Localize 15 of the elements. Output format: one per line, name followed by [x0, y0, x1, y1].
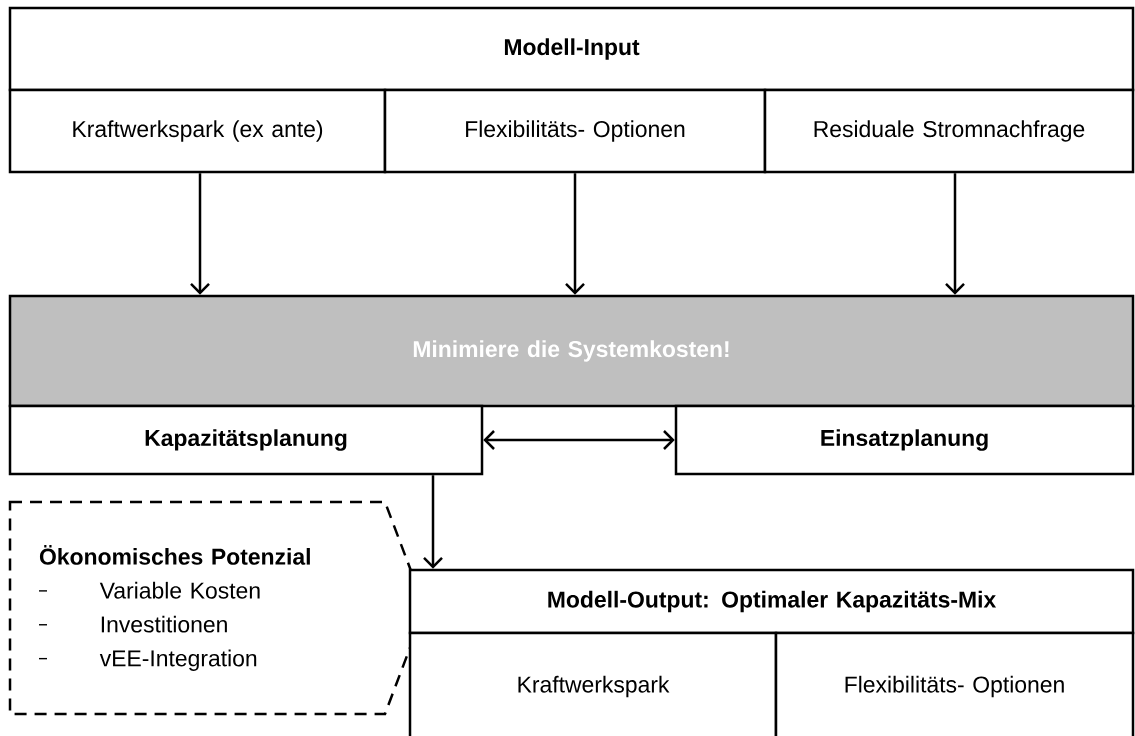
heading-box: Kapazitätsplanung: [8, 404, 484, 476]
arrow: [190, 173, 210, 295]
input-box: Kraftwerkspark: [408, 631, 778, 736]
heading-box: Modell-Output: Optimaler Kapazitäts-Mix: [408, 568, 1135, 635]
arrow: [565, 173, 585, 295]
input-box: Flexibilitäts- Optionen: [383, 88, 767, 174]
input-box: Residuale Stromnachfrage: [763, 88, 1135, 174]
arrow: [945, 173, 965, 295]
arrow: [423, 475, 443, 569]
input-box: Flexibilitäts- Optionen: [774, 631, 1135, 736]
heading-box: Modell-Input: [8, 6, 1135, 92]
heading-box: Einsatzplanung: [674, 404, 1135, 476]
arrow: [483, 430, 675, 450]
objective-banner: Minimiere die Systemkosten!: [8, 294, 1135, 408]
input-box: Kraftwerkspark (ex ante): [8, 88, 387, 174]
